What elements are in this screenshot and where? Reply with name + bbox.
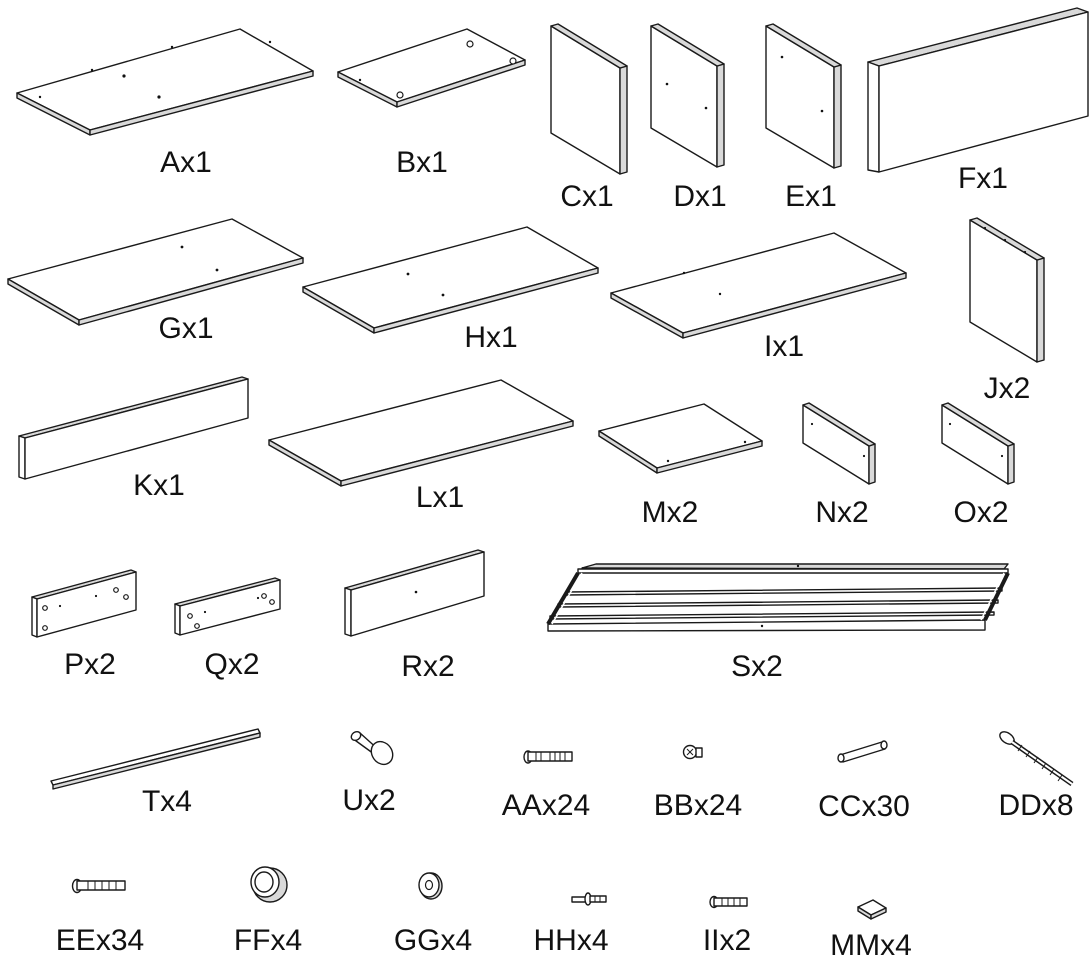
part-m-label: Mx2 (642, 496, 699, 529)
part-dd-screw-icon (999, 731, 1074, 787)
part-cc-dowel-icon (837, 740, 888, 763)
part-k-label: Kx1 (133, 469, 185, 502)
part-f-label: Fx1 (958, 162, 1008, 195)
part-ii-screw-icon (709, 895, 748, 909)
part-f-panel (867, 7, 1089, 173)
part-a-label: Ax1 (160, 146, 212, 179)
part-l-panel (268, 379, 574, 487)
part-q-label: Qx2 (204, 648, 259, 681)
part-p-label: Px2 (64, 648, 116, 681)
part-l-label: Lx1 (416, 481, 464, 514)
part-t-label: Tx4 (142, 785, 192, 818)
part-cc-label: CCx30 (818, 790, 910, 823)
part-s-frame (546, 563, 1010, 632)
part-d-label: Dx1 (673, 180, 726, 213)
part-r-panel (344, 549, 485, 637)
part-gg-washer-icon (418, 872, 443, 900)
part-b-label: Bx1 (396, 146, 448, 179)
part-t-rod (50, 728, 261, 790)
part-mm-label: MMx4 (830, 929, 912, 962)
part-a-panel (16, 28, 314, 136)
part-g-label: Gx1 (158, 312, 213, 345)
part-u-label: Ux2 (342, 784, 395, 817)
part-hh-pin-icon (571, 892, 607, 906)
part-dd-label: DDx8 (998, 789, 1073, 822)
part-c-panel (550, 23, 628, 175)
part-g-panel (7, 218, 304, 326)
part-o-label: Ox2 (953, 496, 1008, 529)
part-i-panel (610, 232, 907, 339)
part-e-panel (765, 23, 842, 169)
part-gg-label: GGx4 (394, 924, 472, 957)
part-r-label: Rx2 (401, 650, 454, 683)
part-ii-label: IIx2 (703, 924, 751, 957)
part-n-label: Nx2 (815, 496, 868, 529)
part-k-panel (18, 376, 249, 480)
part-q-panel (174, 577, 281, 636)
part-s-label: Sx2 (731, 650, 783, 683)
part-aa-anchor-icon (523, 750, 573, 764)
part-ff-label: FFx4 (234, 924, 302, 957)
part-ee-bolt-icon (71, 878, 126, 894)
part-h-panel (302, 226, 599, 334)
part-h-label: Hx1 (464, 321, 517, 354)
part-i-label: Ix1 (764, 330, 804, 363)
part-j-label: Jx2 (984, 372, 1031, 405)
part-bb-cam-icon (682, 744, 703, 760)
part-ee-label: EEx34 (56, 924, 144, 957)
part-e-label: Ex1 (785, 180, 837, 213)
part-n-panel (802, 402, 876, 485)
part-bb-label: BBx24 (654, 789, 742, 822)
part-p-panel (31, 569, 137, 638)
part-d-panel (650, 23, 725, 168)
part-o-panel (941, 402, 1015, 485)
part-m-panel (598, 403, 763, 474)
part-mm-pad-icon (857, 899, 887, 920)
part-c-label: Cx1 (560, 180, 613, 213)
part-aa-label: AAx24 (502, 789, 590, 822)
part-j-panel (969, 217, 1045, 363)
part-ff-foot-icon (250, 866, 288, 903)
part-hh-label: HHx4 (533, 924, 608, 957)
part-b-panel (337, 28, 526, 108)
part-u-knob-icon (350, 730, 394, 766)
